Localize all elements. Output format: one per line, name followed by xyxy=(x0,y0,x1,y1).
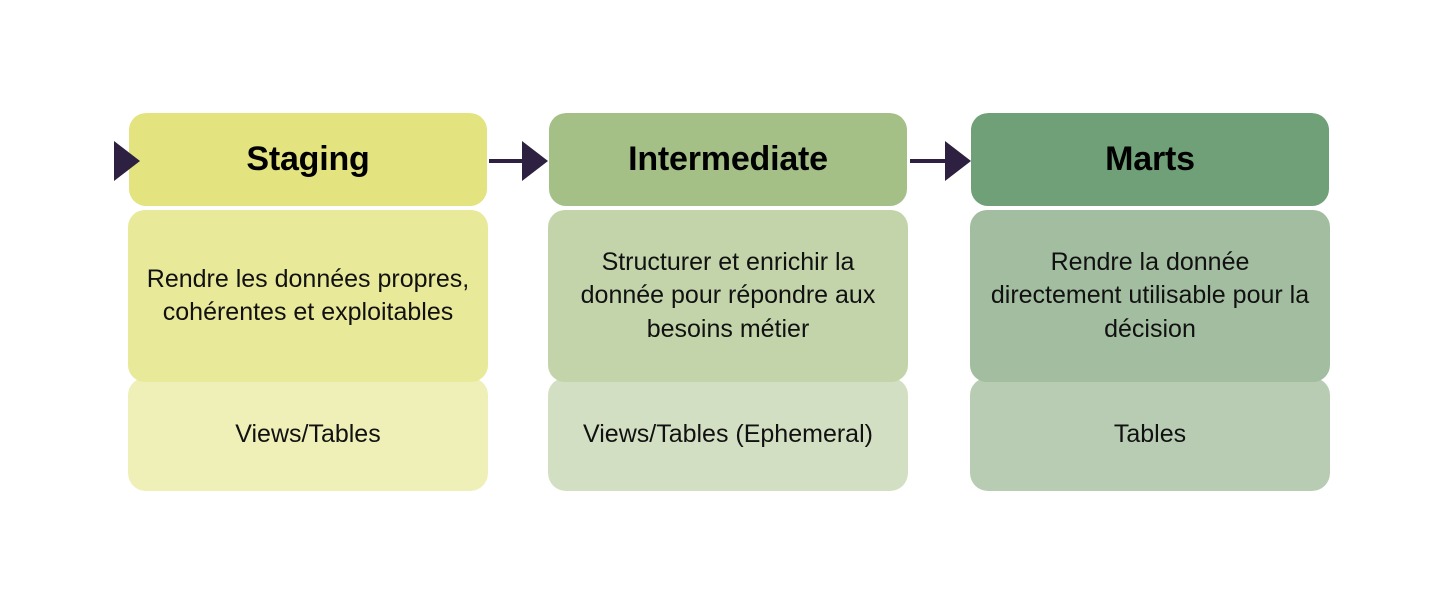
stage-card-staging[interactable]: Staging Rendre les données propres, cohé… xyxy=(128,113,488,491)
connector-line xyxy=(489,159,523,163)
stage-card-header-intermediate: Intermediate xyxy=(549,113,907,206)
stage-materialization-intermediate: Views/Tables (Ephemeral) xyxy=(583,420,873,449)
arrow-head-icon xyxy=(114,141,140,181)
stage-card-header-staging: Staging xyxy=(129,113,487,206)
stage-card-materialization-panel-staging: Views/Tables xyxy=(128,378,488,491)
stage-card-description-panel-marts: Rendre la donnée directement utilisable … xyxy=(970,210,1330,382)
stage-card-materialization-panel-marts: Tables xyxy=(970,378,1330,491)
arrow-head-icon xyxy=(945,141,971,181)
stage-title-intermediate: Intermediate xyxy=(628,139,828,178)
stage-description-staging: Rendre les données propres, cohérentes e… xyxy=(146,264,470,327)
stage-materialization-marts: Tables xyxy=(1113,420,1187,449)
stage-card-intermediate[interactable]: Intermediate Structurer et enrichir la d… xyxy=(548,113,908,491)
stage-description-intermediate: Structurer et enrichir la donnée pour ré… xyxy=(580,247,876,343)
stage-card-marts[interactable]: Marts Rendre la donnée directement utili… xyxy=(970,113,1330,491)
stage-card-header-marts: Marts xyxy=(971,113,1329,206)
stage-title-marts: Marts xyxy=(1105,139,1195,178)
stage-description-marts: Rendre la donnée directement utilisable … xyxy=(990,247,1310,343)
connector-line xyxy=(910,159,946,163)
connector-arrow-into-staging xyxy=(114,141,140,181)
stage-card-materialization-panel-intermediate: Views/Tables (Ephemeral) xyxy=(548,378,908,491)
stage-materialization-staging: Views/Tables xyxy=(235,420,381,449)
connector-staging-to-intermediate xyxy=(489,141,548,181)
stage-title-staging: Staging xyxy=(246,139,370,178)
connector-intermediate-to-marts xyxy=(910,141,971,181)
stage-card-description-panel-intermediate: Structurer et enrichir la donnée pour ré… xyxy=(548,210,908,382)
arrow-head-icon xyxy=(522,141,548,181)
stage-card-description-panel-staging: Rendre les données propres, cohérentes e… xyxy=(128,210,488,382)
